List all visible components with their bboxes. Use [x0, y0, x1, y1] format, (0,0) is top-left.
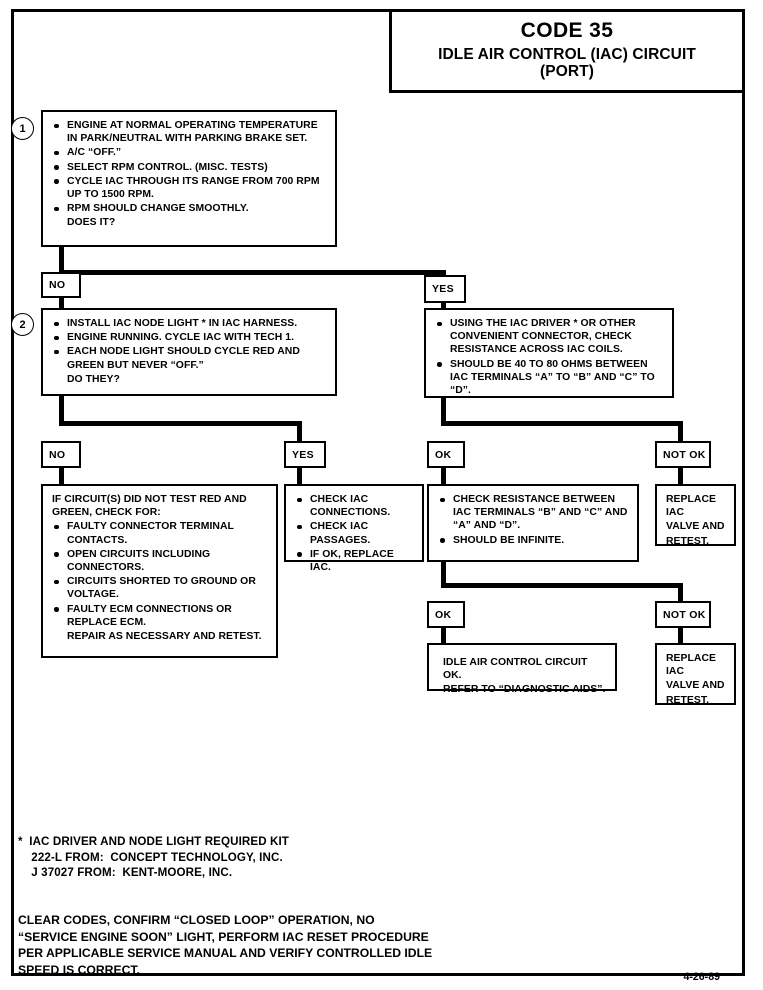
closing-instructions: CLEAR CODES, CONFIRM “CLOSED LOOP” OPERA…: [18, 913, 433, 977]
connector-to-notok-1: [678, 421, 683, 441]
list-item: CIRCUITS SHORTED TO GROUND OR VOLTAGE.: [52, 575, 268, 601]
list-item: CYCLE IAC THROUGH ITS RANGE FROM 700 RPM…: [52, 175, 327, 201]
list-item: CHECK IAC PASSAGES.: [295, 520, 414, 546]
ok-final-line-1: IDLE AIR CONTROL CIRCUIT OK.: [443, 657, 588, 682]
list-item: ENGINE AT NORMAL OPERATING TEMPERATURE I…: [52, 119, 327, 145]
list-item: OPEN CIRCUITS INCLUDING CONNECTORS.: [52, 548, 268, 574]
page-title-code: CODE 35: [520, 19, 614, 42]
connector-split-2: [59, 421, 302, 426]
step-2-box: INSTALL IAC NODE LIGHT * IN IAC HARNESS.…: [41, 308, 337, 396]
branch-chip-not-ok-1: NOT OK: [655, 441, 711, 468]
not-ok-lower-line-3: RETEST.: [666, 694, 710, 706]
not-ok-lower-line-1: REPLACE IAC: [666, 653, 716, 678]
ok-final-line-2: REFER TO “DIAGNOSTIC AIDS”.: [443, 684, 606, 696]
list-item: FAULTY CONNECTOR TERMINAL CONTACTS.: [52, 520, 268, 546]
list-item: FAULTY ECM CONNECTIONS OR REPLACE ECM.: [52, 603, 268, 629]
ok-final-box: IDLE AIR CONTROL CIRCUIT OK. REFER TO “D…: [427, 643, 617, 695]
branch-chip-not-ok-2: NOT OK: [655, 601, 711, 628]
list-item: USING THE IAC DRIVER * OR OTHER CONVENIE…: [435, 317, 664, 357]
list-item: SHOULD BE INFINITE.: [438, 534, 629, 547]
connector-notok2-to-box: [678, 627, 683, 644]
step-2-question: DO THEY?: [67, 373, 120, 385]
connector-okresult-down: [441, 560, 446, 586]
list-item: CHECK IAC CONNECTIONS.: [295, 493, 414, 519]
not-ok-upper-line-3: RETEST.: [666, 535, 710, 547]
connector-step1-down: [59, 246, 64, 274]
title-block: CODE 35 IDLE AIR CONTROL (IAC) CIRCUIT (…: [389, 9, 745, 93]
list-item: EACH NODE LIGHT SHOULD CYCLE RED AND GRE…: [52, 345, 327, 371]
no-result-box: IF CIRCUIT(S) DID NOT TEST RED AND GREEN…: [41, 484, 278, 658]
list-item: SELECT RPM CONTROL. (MISC. TESTS): [52, 161, 327, 174]
list-item: A/C “OFF.”: [52, 146, 327, 159]
branch-chip-ok-2: OK: [427, 601, 465, 628]
step-1-question: DOES IT?: [67, 217, 116, 229]
not-ok-upper-line-2: VALVE AND: [666, 521, 725, 533]
step-1-box: ENGINE AT NORMAL OPERATING TEMPERATURE I…: [41, 110, 337, 247]
revision-date: 4-26-89: [683, 971, 720, 983]
list-item: RPM SHOULD CHANGE SMOOTHLY.: [52, 202, 327, 215]
yes-result-box: CHECK IAC CONNECTIONS. CHECK IAC PASSAGE…: [284, 484, 424, 573]
page-title-subtitle-line2: (PORT): [540, 63, 594, 80]
no-result-lead: IF CIRCUIT(S) DID NOT TEST RED AND GREEN…: [52, 494, 247, 519]
list-item: SHOULD BE 40 TO 80 OHMS BETWEEN IAC TERM…: [435, 358, 664, 398]
not-ok-lower-result-box: REPLACE IAC VALVE AND RETEST.: [655, 643, 736, 706]
revision-stamp: 4-26-89 • 9S 6034-6E: [600, 944, 720, 990]
no-result-trailer: REPAIR AS NECESSARY AND RETEST.: [67, 631, 262, 643]
list-item: INSTALL IAC NODE LIGHT * IN IAC HARNESS.: [52, 317, 327, 330]
branch-chip-no-2: NO: [41, 441, 81, 468]
connector-to-notok-2: [678, 583, 683, 601]
connector-yes2-to-box: [297, 467, 302, 485]
not-ok-upper-result-box: REPLACE IAC VALVE AND RETEST.: [655, 484, 736, 547]
branch-chip-no-1: NO: [41, 272, 81, 298]
page-title-subtitle-line1: IDLE AIR CONTROL (IAC) CIRCUIT: [438, 46, 696, 63]
connector-to-yes-2: [297, 421, 302, 441]
connector-notok1-to-box: [678, 467, 683, 485]
ok-result-box: CHECK RESISTANCE BETWEEN IAC TERMINALS “…: [427, 484, 639, 562]
yes-branch-box: USING THE IAC DRIVER * OR OTHER CONVENIE…: [424, 308, 674, 398]
branch-chip-ok-1: OK: [427, 441, 465, 468]
list-item: IF OK, REPLACE IAC.: [295, 548, 414, 574]
connector-yesbranch-down: [441, 396, 446, 424]
connector-split-4: [441, 583, 683, 588]
step-number-1: 1: [11, 117, 34, 140]
footnote-required-kit: * IAC DRIVER AND NODE LIGHT REQUIRED KIT…: [18, 835, 289, 879]
page-border-frame: [11, 9, 745, 976]
connector-ok2-to-box: [441, 627, 446, 644]
connector-ok1-to-box: [441, 467, 446, 485]
connector-split-1: [59, 270, 446, 275]
connector-split-3: [441, 421, 683, 426]
list-item: ENGINE RUNNING. CYCLE IAC WITH TECH 1.: [52, 331, 327, 344]
connector-step2-down: [59, 394, 64, 424]
connector-no2-to-box: [59, 467, 64, 485]
branch-chip-yes-2: YES: [284, 441, 326, 468]
not-ok-lower-line-2: VALVE AND: [666, 680, 725, 692]
step-number-2: 2: [11, 313, 34, 336]
not-ok-upper-line-1: REPLACE IAC: [666, 494, 716, 519]
branch-chip-yes-1: YES: [424, 275, 466, 303]
list-item: CHECK RESISTANCE BETWEEN IAC TERMINALS “…: [438, 493, 629, 533]
